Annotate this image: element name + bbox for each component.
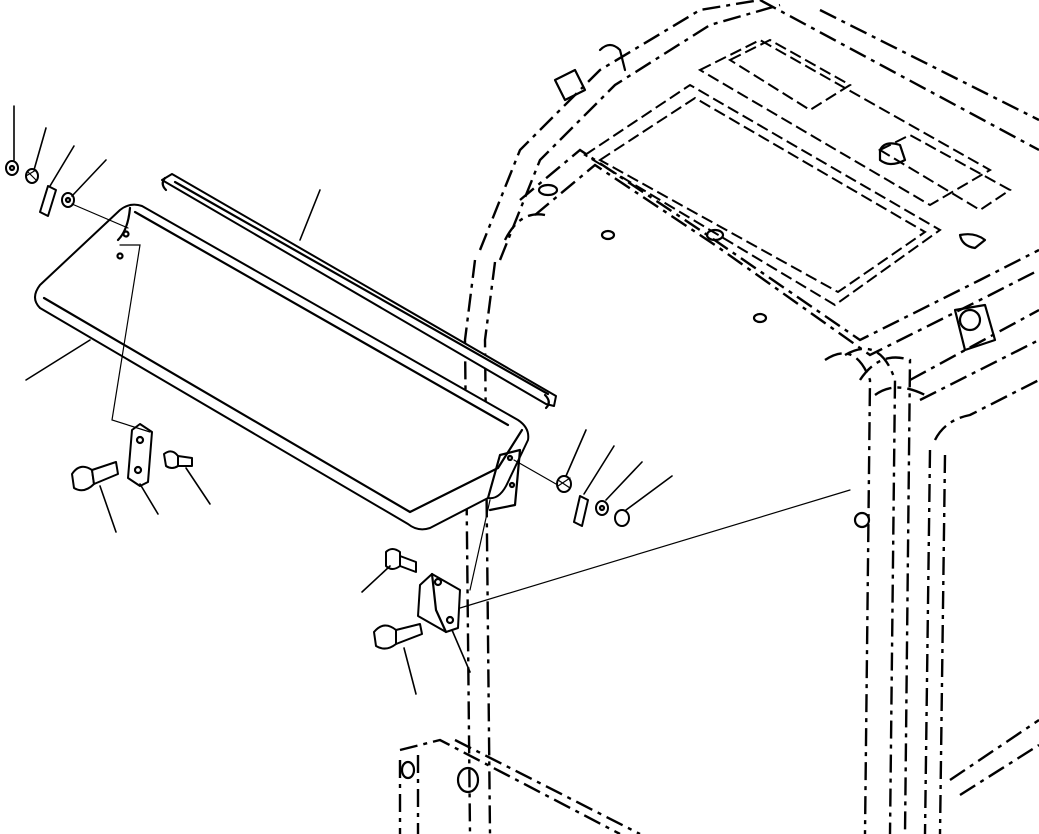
leader-bracket-right bbox=[451, 629, 471, 673]
leader-seal-strip bbox=[299, 189, 321, 241]
nut bbox=[614, 509, 630, 527]
leader-lock-washer-2 bbox=[565, 429, 587, 477]
lock-washer-2 bbox=[556, 475, 572, 493]
leader-flange-bolt-1 bbox=[99, 485, 117, 533]
bolt-3 bbox=[385, 548, 417, 573]
leader-stud-bolt bbox=[185, 467, 211, 505]
leader-visor-panel bbox=[25, 339, 91, 381]
cab-frame bbox=[398, 0, 1039, 834]
leader-washer-2 bbox=[71, 159, 107, 197]
leader-flange-bolt-2 bbox=[403, 647, 417, 695]
spacer-1 bbox=[39, 185, 57, 217]
leader-washer-3 bbox=[605, 461, 643, 501]
flange-bolt-2 bbox=[373, 623, 423, 650]
leader-lines bbox=[13, 105, 673, 695]
leader-nut bbox=[625, 475, 673, 511]
seal-strip bbox=[161, 173, 557, 410]
mounting-bracket-right bbox=[417, 572, 461, 634]
flange-bolt-1 bbox=[71, 461, 119, 492]
sun-visor-panel bbox=[34, 203, 530, 531]
mounting-bracket-left bbox=[127, 423, 153, 487]
leader-lock-washer-1 bbox=[33, 127, 47, 171]
stud-bolt bbox=[163, 450, 193, 469]
leader-spacer-1 bbox=[49, 145, 75, 187]
leader-bracket-left bbox=[139, 483, 159, 515]
washer-2 bbox=[61, 192, 75, 208]
leader-spacer-2 bbox=[583, 445, 615, 495]
leader-bolt-3 bbox=[361, 565, 391, 593]
washer-3 bbox=[595, 500, 609, 516]
lock-washer-1 bbox=[25, 168, 39, 184]
spacer-2 bbox=[573, 495, 589, 527]
washer-1 bbox=[5, 160, 19, 176]
assembly-lines bbox=[71, 203, 851, 609]
